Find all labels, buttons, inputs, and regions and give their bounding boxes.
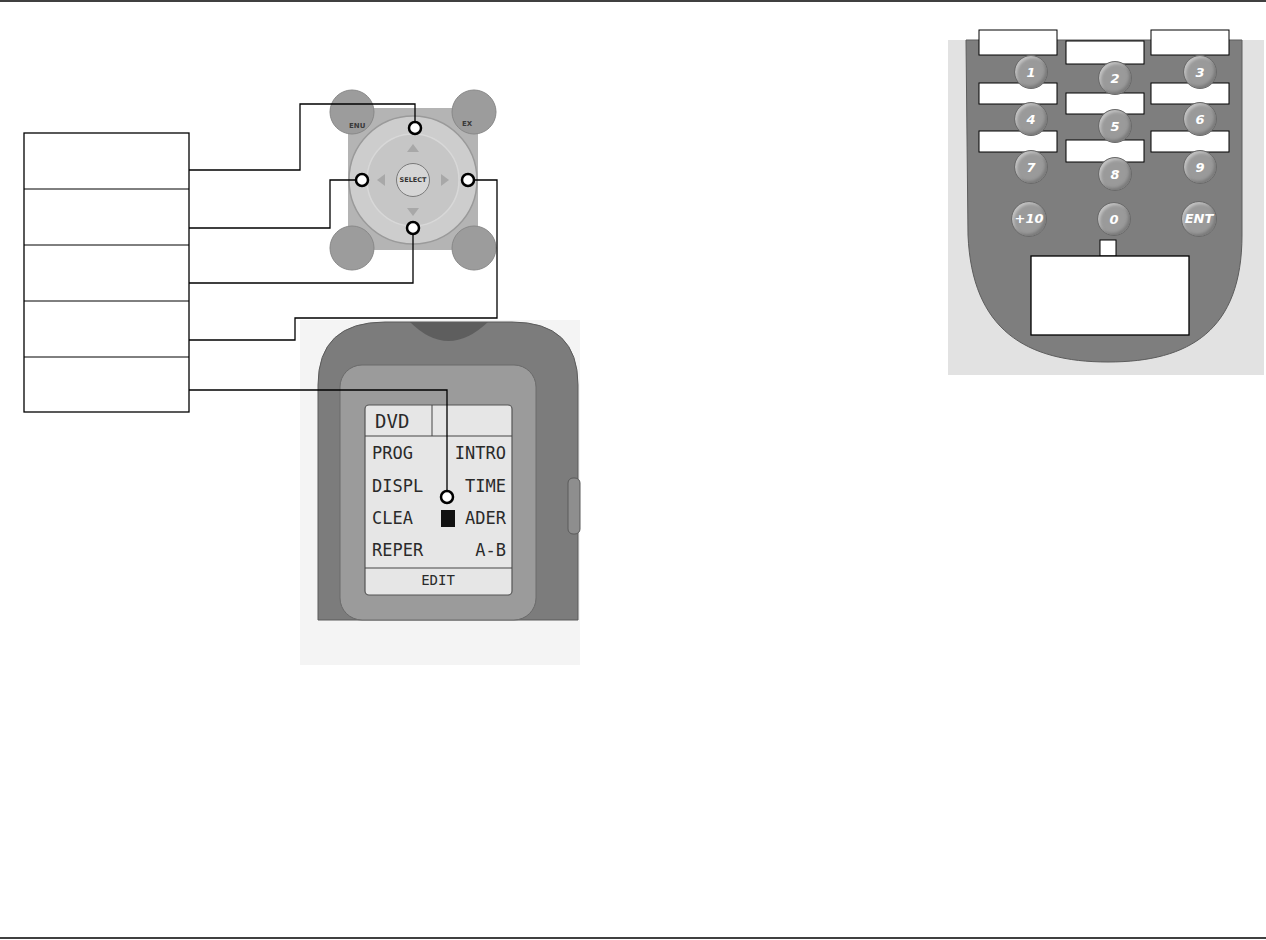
arrow-left bbox=[377, 174, 385, 186]
corner-button bbox=[452, 90, 496, 134]
button-label: 1 bbox=[1026, 65, 1035, 80]
leader-line bbox=[189, 104, 415, 170]
lcd-rule bbox=[365, 436, 512, 437]
corner-button bbox=[330, 90, 374, 134]
leader-dot bbox=[462, 174, 474, 186]
leader-dot bbox=[441, 491, 453, 503]
page-rule bbox=[0, 0, 1266, 2]
button-label: ENT bbox=[1185, 211, 1214, 226]
enter-key: ENT bbox=[1181, 201, 1218, 238]
button-label: SELECT bbox=[400, 176, 427, 184]
lcd-menu-text: REPER bbox=[372, 542, 423, 559]
side-button bbox=[568, 478, 580, 534]
callout-box bbox=[979, 83, 1057, 104]
number-key: 4 bbox=[1014, 102, 1048, 136]
leader-line bbox=[189, 180, 497, 340]
lcd-menu-text: A-B bbox=[475, 542, 506, 559]
lcd-screen-text: DVD PROG INTRO DISPL TIME CLEA ADER REPER A-B EDI… bbox=[365, 405, 512, 595]
callout-divider bbox=[24, 189, 189, 190]
button-label: 3 bbox=[1195, 65, 1204, 80]
lcd-menu-text: PROG bbox=[372, 445, 413, 462]
button-label: 6 bbox=[1195, 112, 1204, 127]
button-label: 0 bbox=[1109, 212, 1118, 227]
number-key: 6 bbox=[1183, 102, 1217, 136]
arrow-right bbox=[441, 174, 449, 186]
photo-ground bbox=[300, 320, 580, 665]
photo-ground bbox=[948, 40, 1264, 375]
button-label: 2 bbox=[1110, 71, 1119, 86]
number-key: 1 bbox=[1014, 55, 1048, 89]
screen-bezel bbox=[340, 365, 536, 620]
number-key: 5 bbox=[1098, 109, 1132, 143]
callout-box bbox=[1031, 256, 1189, 335]
cut-off-button-text: ENU bbox=[349, 122, 365, 130]
lcd-menu-text: DISPL bbox=[372, 478, 423, 495]
lcd-menu-text: DVD bbox=[375, 412, 409, 431]
leader-line bbox=[189, 180, 356, 228]
remote-ear bbox=[410, 322, 488, 341]
callout-box bbox=[1151, 131, 1229, 152]
callout-divider bbox=[24, 357, 189, 358]
button-label: 5 bbox=[1110, 119, 1119, 134]
dpad-ring bbox=[349, 116, 477, 244]
lcd-menu-text: TIME bbox=[465, 478, 506, 495]
leader-dot bbox=[409, 122, 421, 134]
page-rule bbox=[0, 937, 1266, 939]
arrow-down bbox=[407, 208, 419, 216]
remote-body bbox=[318, 322, 578, 620]
plus-ten-key: +10 bbox=[1011, 201, 1048, 238]
number-key: 7 bbox=[1014, 150, 1048, 184]
lcd-rule bbox=[365, 568, 512, 569]
corner-button bbox=[330, 226, 374, 270]
arrow-up bbox=[407, 144, 419, 152]
leader-line bbox=[189, 234, 413, 283]
lcd-menu-text: CLEA bbox=[372, 510, 413, 527]
callout-box bbox=[979, 30, 1057, 55]
lcd-screen bbox=[365, 405, 512, 595]
leader-line bbox=[189, 390, 447, 491]
dpad-photo bbox=[348, 108, 478, 250]
dpad-inner-ring bbox=[367, 134, 459, 226]
button-label: 7 bbox=[1026, 160, 1035, 175]
remote-body bbox=[966, 40, 1242, 362]
cut-off-button-text: EX bbox=[462, 120, 472, 128]
lcd-rule bbox=[432, 405, 433, 436]
callout-box bbox=[1066, 41, 1144, 64]
lcd-menu-text: INTRO bbox=[455, 445, 506, 462]
callout-tab bbox=[1100, 240, 1116, 256]
leader-dot bbox=[407, 222, 419, 234]
number-key: 2 bbox=[1098, 61, 1132, 95]
button-label: 9 bbox=[1195, 160, 1204, 175]
callout-box bbox=[24, 133, 189, 412]
number-key: 9 bbox=[1183, 150, 1217, 184]
button-label: +10 bbox=[1015, 211, 1044, 226]
lcd-cursor bbox=[441, 510, 455, 527]
lcd-menu-text: EDIT bbox=[421, 573, 455, 587]
button-label: 8 bbox=[1110, 167, 1119, 182]
lcd-menu-text: ADER bbox=[465, 510, 506, 527]
callout-box bbox=[979, 131, 1057, 152]
button-label: 4 bbox=[1026, 112, 1035, 127]
callout-divider bbox=[24, 301, 189, 302]
callout-box bbox=[1151, 30, 1229, 55]
number-key: 8 bbox=[1098, 157, 1132, 191]
number-key: 3 bbox=[1183, 55, 1217, 89]
select-button: SELECT bbox=[396, 163, 431, 198]
callout-divider bbox=[24, 245, 189, 246]
number-key: 0 bbox=[1097, 202, 1131, 236]
corner-button bbox=[452, 226, 496, 270]
leader-dot bbox=[356, 174, 368, 186]
